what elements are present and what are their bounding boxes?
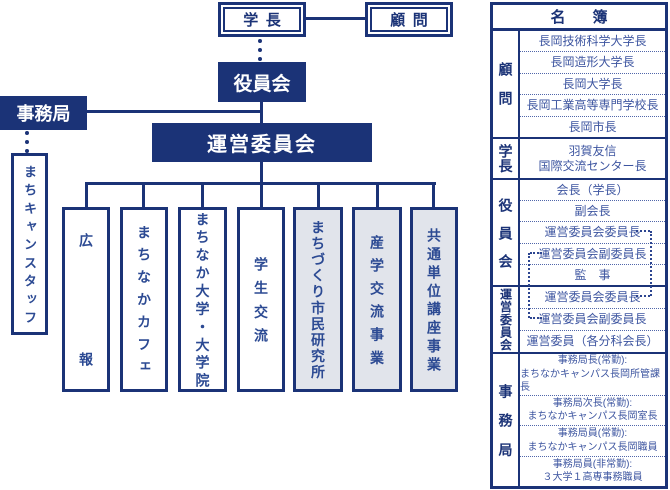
division-label: まちなか大学・大学院 <box>194 211 211 392</box>
roster-section-label: 役員会 <box>493 180 520 285</box>
dotted-line-president-board <box>258 39 262 61</box>
role-connector-chair-top <box>636 230 650 232</box>
line-stub-1 <box>85 182 88 208</box>
line-stub-3 <box>201 182 204 208</box>
roster-row: 運営委員（各分科会長） <box>526 334 659 349</box>
roster-section-president: 学長 羽賀友信 国際交流センター長 <box>493 137 665 178</box>
roster-row: 事務局長(常勤):まちなかキャンパス長岡所管課長 <box>520 354 665 396</box>
roster-row: 長岡大学長 <box>520 74 665 96</box>
division-label: まちづくり市民研究所 <box>310 220 326 382</box>
advisor-label: 顧問 <box>390 12 436 29</box>
division-box-student-exchange: 学生交流 <box>237 207 285 392</box>
roster-row: 監事 <box>574 267 623 282</box>
division-label: 広報 <box>78 233 94 471</box>
machican-staff-label: まちキャンスタッフ <box>22 164 37 329</box>
roster-row: 運営委員会副委員長 <box>520 309 665 331</box>
secretariat-box: 事務局 <box>0 96 87 130</box>
division-box-machinaka-cafe: まちなかカフェ <box>120 207 168 392</box>
roster-section-steering-committee: 運営委員会 運営委員会委員長 運営委員会副委員長 運営委員（各分科会長） <box>493 285 665 352</box>
roster-table: 名簿 顧問 長岡技術科学大学長 長岡造形大学長 長岡大学長 長岡工業高等専門学校… <box>490 2 668 489</box>
roster-section-advisors: 顧問 長岡技術科学大学長 長岡造形大学長 長岡大学長 長岡工業高等専門学校長 長… <box>493 31 665 137</box>
line-president-advisor <box>306 17 365 20</box>
roster-row: 長岡技術科学大学長 <box>520 31 665 53</box>
roster-row: 羽賀友信 国際交流センター長 <box>538 144 647 173</box>
roster-section-label: 学長 <box>493 139 520 178</box>
roster-row: 副会長 <box>520 201 665 223</box>
roster-section-secretariat: 事務局 事務局長(常勤):まちなかキャンパス長岡所管課長 事務局次長(常勤):ま… <box>493 352 665 486</box>
president-label: 学長 <box>243 12 289 29</box>
roster-section-label: 事務局 <box>493 354 520 486</box>
roster-section-label: 運営委員会 <box>493 287 520 352</box>
division-label: 産学交流事業 <box>369 234 385 374</box>
roster-row: 運営委員会副委員長 <box>520 244 665 265</box>
roster-section-board: 役員会 会長（学長） 副会長 運営委員会委員長 運営委員会副委員長 監事 <box>493 178 665 285</box>
division-box-koho: 広報 <box>62 207 110 471</box>
roster-row: 長岡市長 <box>568 119 617 134</box>
dotted-line-secretariat-staff <box>25 131 29 153</box>
division-label: 学生交流 <box>253 256 269 352</box>
roster-title: 名簿 <box>493 5 665 31</box>
line-stub-2 <box>142 182 145 208</box>
division-label: 共通単位講座事業 <box>426 227 442 376</box>
roster-section-label: 顧問 <box>493 31 520 137</box>
division-box-sangaku-exchange: 産学交流事業 <box>352 207 402 392</box>
board-label: 役員会 <box>233 73 291 95</box>
line-secretariat-trunk <box>87 110 263 113</box>
secretariat-label: 事務局 <box>16 104 71 124</box>
president-box: 学長 <box>218 2 306 37</box>
machican-staff-box: まちキャンスタッフ <box>11 153 48 335</box>
line-stub-7 <box>432 182 435 208</box>
roster-row: 事務局員(常勤):まちなかキャンパス長岡職員 <box>520 426 665 457</box>
roster-row: 長岡工業高等専門学校長 <box>520 95 665 117</box>
line-stub-6 <box>376 182 379 208</box>
line-stub-4 <box>260 182 263 208</box>
roster-row: 長岡造形大学長 <box>520 52 665 74</box>
roster-row: 事務局員(非常勤):３大学１高専事務職員 <box>542 458 643 484</box>
division-box-machinaka-university: まちなか大学・大学院 <box>178 207 227 392</box>
steering-committee-label: 運営委員会 <box>207 134 317 156</box>
line-steering-down <box>260 161 263 183</box>
roster-row: 運営委員会委員長 <box>520 287 665 309</box>
roster-row: 運営委員会委員長 <box>520 222 665 244</box>
role-connector-vicechair <box>528 253 530 318</box>
division-label: まちなかカフェ <box>136 225 152 383</box>
division-box-machizukuri-institute: まちづくり市民研究所 <box>293 207 343 392</box>
line-board-down <box>260 102 263 124</box>
role-connector-chair <box>650 231 652 296</box>
division-box-common-credit-course: 共通単位講座事業 <box>410 207 458 392</box>
board-box: 役員会 <box>218 62 306 102</box>
steering-committee-box: 運営委員会 <box>152 123 372 162</box>
roster-row: 会長（学長） <box>520 180 665 202</box>
role-connector-vicechair-top <box>530 252 542 254</box>
role-connector-chair-bottom <box>636 295 650 297</box>
line-stub-5 <box>317 182 320 208</box>
role-connector-vicechair-bottom <box>530 317 542 319</box>
roster-row: 事務局次長(常勤):まちなかキャンパス長岡室長 <box>520 396 665 426</box>
advisor-box: 顧問 <box>365 2 453 37</box>
